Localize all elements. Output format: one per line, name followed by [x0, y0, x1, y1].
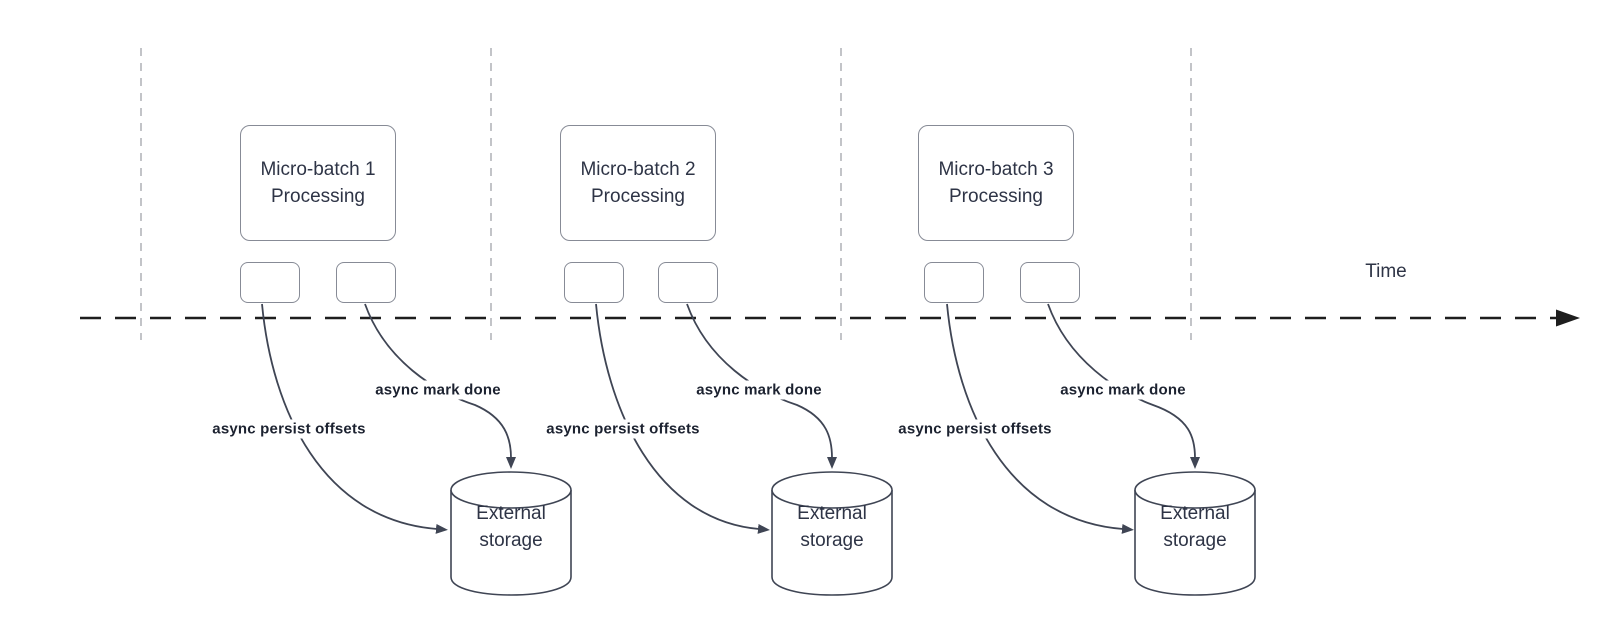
cylinder-body-icon: [1134, 490, 1256, 596]
external-storage-cylinder-2: [771, 471, 893, 596]
mark-done-label-1: async mark done: [371, 380, 505, 400]
persist-offsets-arrow-3: [946, 303, 1134, 534]
micro-batch-3-title: Micro-batch 3 Processing: [938, 159, 1054, 207]
cylinder-body-icon: [771, 490, 893, 596]
mark-done-arrow-2: [686, 303, 837, 469]
timeline-arrowhead-icon: [1556, 309, 1580, 327]
persist-offsets-label-2: async persist offsets: [542, 419, 704, 439]
persist-offsets-label-3: async persist offsets: [894, 419, 1056, 439]
external-storage-label-1: External storage: [476, 503, 546, 551]
external-storage-label-3: External storage: [1160, 503, 1230, 551]
offsets-box-3: [924, 262, 984, 303]
persist-offsets-arrow-1: [261, 303, 448, 534]
micro-batch-1-processing-box: Micro-batch 1 Processing: [240, 125, 396, 241]
external-storage-label-2: External storage: [797, 503, 867, 551]
offsets-box-1: [240, 262, 300, 303]
done-box-2: [658, 262, 718, 303]
mark-done-label-3: async mark done: [1056, 380, 1190, 400]
external-storage-cylinder-3: [1134, 471, 1256, 596]
micro-batch-2-processing-box: Micro-batch 2 Processing: [560, 125, 716, 241]
done-box-1: [336, 262, 396, 303]
done-box-3: [1020, 262, 1080, 303]
cylinder-top-icon: [450, 471, 572, 509]
time-axis-label: Time: [1365, 261, 1407, 282]
mark-done-arrow-1: [364, 303, 516, 469]
micro-batch-2-title: Micro-batch 2 Processing: [580, 159, 696, 207]
cylinder-body-icon: [450, 490, 572, 596]
external-storage-cylinder-1: [450, 471, 572, 596]
mark-done-label-2: async mark done: [692, 380, 826, 400]
persist-offsets-arrow-2: [595, 303, 770, 534]
micro-batch-3-processing-box: Micro-batch 3 Processing: [918, 125, 1074, 241]
cylinder-top-icon: [771, 471, 893, 509]
offsets-box-2: [564, 262, 624, 303]
mark-done-arrow-3: [1047, 303, 1200, 469]
persist-offsets-label-1: async persist offsets: [208, 419, 370, 439]
micro-batch-1-title: Micro-batch 1 Processing: [260, 159, 376, 207]
cylinder-top-icon: [1134, 471, 1256, 509]
